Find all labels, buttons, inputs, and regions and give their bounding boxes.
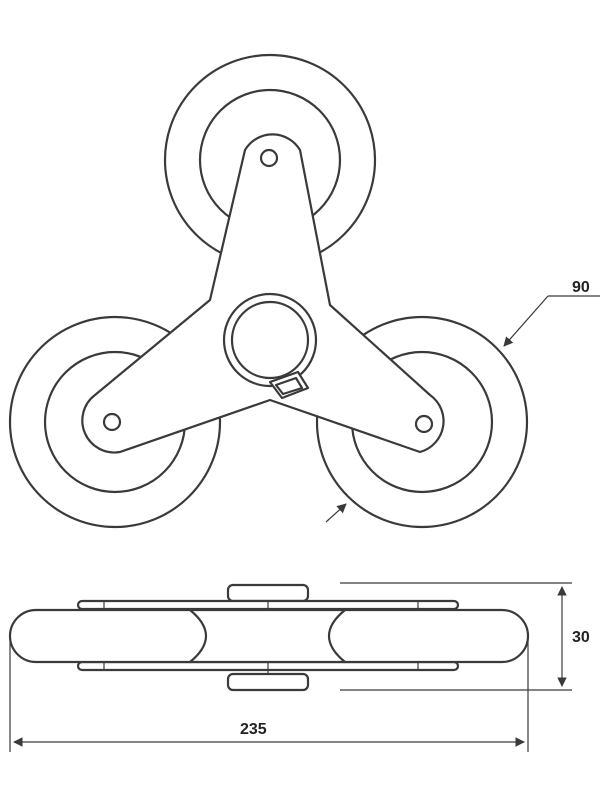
tyre-right-end — [328, 608, 347, 664]
front-view — [8, 53, 529, 529]
side-view — [8, 583, 530, 692]
width-label: 235 — [240, 721, 267, 738]
height-label: 30 — [572, 629, 590, 646]
width-dimension: 235 — [9, 640, 529, 752]
center-hub — [222, 292, 318, 400]
hub-cap-top — [226, 583, 310, 603]
axle-hole-top — [259, 148, 279, 168]
diameter-dimension: 90 — [325, 279, 600, 523]
axle-hole-right — [414, 414, 434, 434]
axle-hole-left — [102, 412, 122, 432]
height-dimension: 30 — [340, 582, 590, 691]
tyre-left-end — [188, 608, 207, 664]
diameter-label: 90 — [572, 279, 590, 296]
hub-cap-bottom — [226, 672, 310, 692]
tyre-body — [8, 608, 530, 664]
